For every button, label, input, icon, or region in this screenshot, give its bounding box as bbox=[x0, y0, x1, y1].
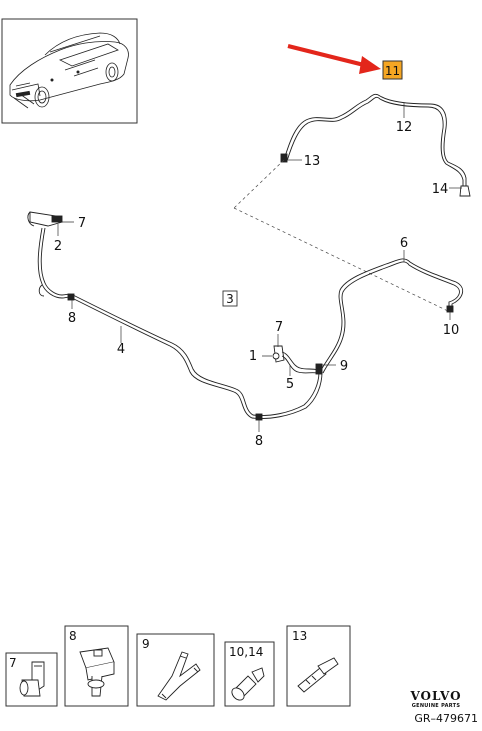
part-11-highlight[interactable]: 11 bbox=[382, 60, 403, 80]
hose-clip-icon bbox=[79, 647, 115, 697]
hose-12 bbox=[280, 93, 471, 197]
legend-box-8[interactable]: 8 bbox=[64, 625, 129, 707]
leader-lines bbox=[57, 103, 462, 432]
callout-3-box[interactable]: 3 bbox=[222, 290, 238, 307]
callout-14: 14 bbox=[432, 182, 449, 197]
callout-7-center: 7 bbox=[275, 320, 283, 335]
legend-label-9: 9 bbox=[142, 637, 150, 651]
genuine-parts-tagline: GENUINE PARTS bbox=[411, 703, 461, 709]
center-connector-assembly bbox=[262, 345, 323, 375]
callout-11: 11 bbox=[385, 64, 400, 78]
legend-label-8: 8 bbox=[69, 629, 77, 643]
callout-1: 1 bbox=[249, 349, 257, 364]
nozzle-connector-icon bbox=[231, 667, 265, 701]
volvo-logo: VOLVO bbox=[410, 689, 462, 703]
legend-label-10-14: 10,14 bbox=[229, 645, 263, 659]
callout-8-left: 8 bbox=[68, 311, 76, 326]
legend-label-13: 13 bbox=[292, 629, 307, 643]
callout-12: 12 bbox=[396, 120, 413, 135]
callout-3: 3 bbox=[226, 292, 234, 306]
callout-8-bottom: 8 bbox=[255, 434, 263, 449]
callout-4: 4 bbox=[117, 342, 125, 357]
callout-6: 6 bbox=[400, 236, 408, 251]
angled-connector-icon bbox=[19, 661, 45, 697]
parts-legend: 7 8 9 bbox=[5, 625, 351, 707]
document-id: GR–479671 bbox=[414, 712, 478, 725]
legend-label-7: 7 bbox=[9, 656, 17, 670]
callout-7-left: 7 bbox=[78, 216, 86, 231]
callout-5: 5 bbox=[286, 377, 294, 392]
callout-10: 10 bbox=[443, 323, 460, 338]
y-connector-icon bbox=[157, 651, 201, 701]
hose-6 bbox=[319, 258, 464, 374]
legend-box-7[interactable]: 7 bbox=[5, 652, 58, 707]
legend-box-13[interactable]: 13 bbox=[286, 625, 351, 707]
hose-4 bbox=[37, 227, 323, 421]
left-nozzle-assembly bbox=[27, 211, 74, 227]
vehicle-overview-thumbnail bbox=[1, 18, 138, 124]
straight-connector-icon bbox=[297, 657, 339, 693]
callout-13: 13 bbox=[304, 154, 321, 169]
callout-9: 9 bbox=[340, 359, 348, 374]
legend-box-10-14[interactable]: 10,14 bbox=[224, 641, 275, 707]
highlight-arrow bbox=[287, 44, 381, 74]
legend-box-9[interactable]: 9 bbox=[136, 633, 215, 707]
callout-labels: 12 13 14 7 2 6 3 8 4 7 1 5 9 10 8 bbox=[54, 120, 459, 449]
assembly-dashed-lines bbox=[233, 159, 451, 313]
callout-2: 2 bbox=[54, 239, 62, 254]
